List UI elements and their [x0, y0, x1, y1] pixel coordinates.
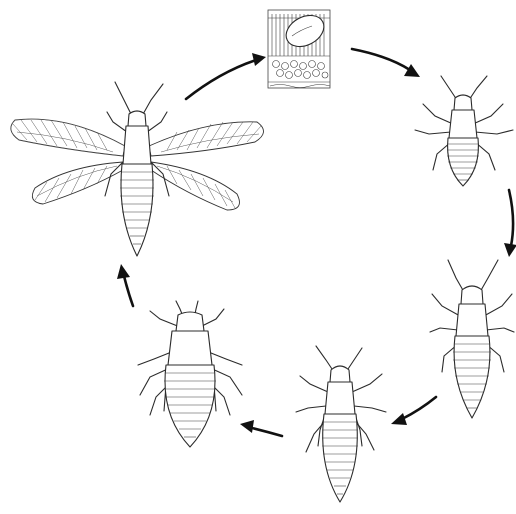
arrowhead-icon — [391, 413, 407, 425]
egg-stage-illustration — [268, 9, 330, 88]
arrow-adult-to-egg — [186, 60, 256, 99]
arrowhead-icon — [404, 64, 420, 77]
arrowhead-icon — [240, 420, 254, 433]
arrow-egg-to-nymph1 — [352, 49, 410, 70]
prepupa — [296, 346, 386, 502]
nymph-second-instar — [430, 260, 514, 418]
left-wings — [11, 119, 125, 204]
arrow-pupa-to-adult — [124, 276, 133, 306]
winged-adult — [11, 82, 264, 256]
arrowhead-icon — [504, 243, 516, 257]
arrow-nymph1-to-nymph2 — [509, 190, 513, 246]
arrowhead-icon — [252, 53, 266, 66]
arrowhead-icon — [117, 264, 130, 279]
arrow-nymph2-to-prepupa — [402, 397, 436, 419]
pupa — [138, 301, 242, 447]
right-wings — [149, 122, 264, 210]
nymph-first-instar — [415, 76, 513, 186]
arrow-prepupa-to-pupa — [252, 428, 282, 436]
